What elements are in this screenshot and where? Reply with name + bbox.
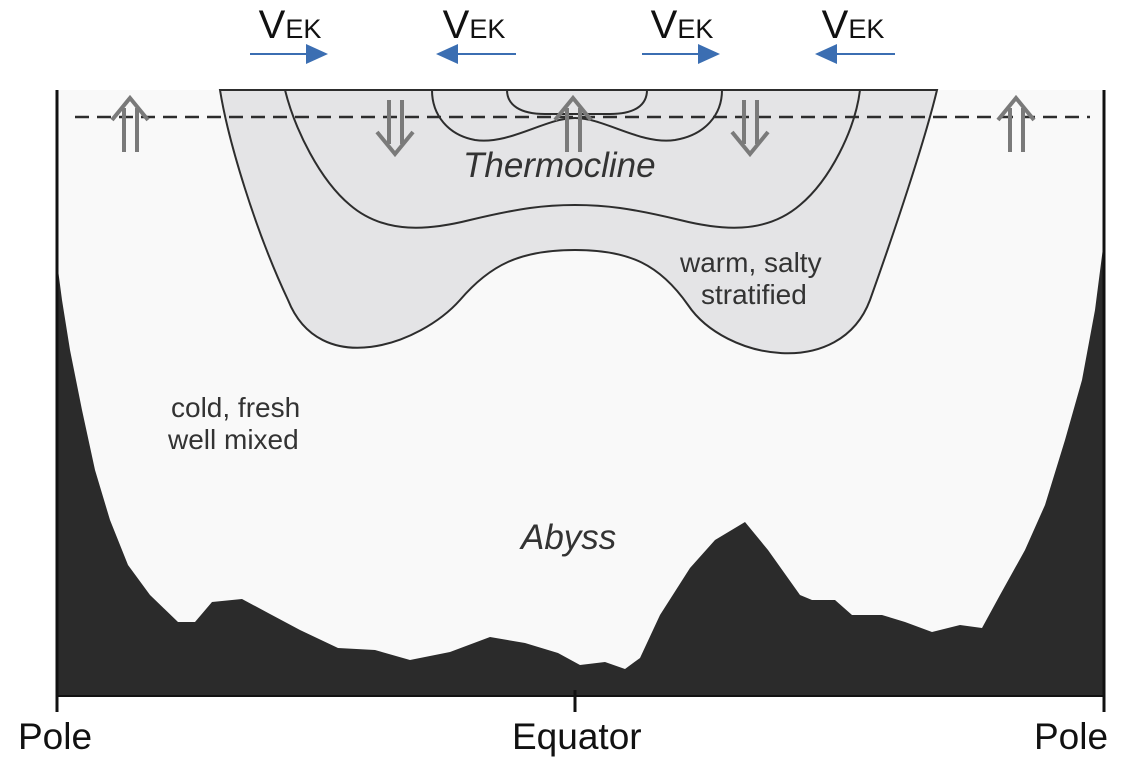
ekman-label: V [821,3,849,47]
ekman-transport-1: VEK [240,2,340,72]
ekman-subscript: EK [469,14,506,44]
left-pole-label: Pole [18,716,93,757]
arrow-left-icon [815,44,895,64]
downwelling-arrow [730,100,770,158]
ekman-transport-2: VEK [424,2,524,72]
warm-salty-label: warm, salty [680,247,822,278]
upwelling-arrow [996,94,1036,152]
ekman-transport-4: VEK [803,2,903,72]
well-mixed-label: well mixed [168,424,299,455]
ekman-subscript: EK [677,14,714,44]
ekman-subscript: EK [285,14,322,44]
thermocline-label: Thermocline [463,146,656,185]
cold-fresh-label: cold, fresh [171,392,301,423]
right-pole-label: Pole [1034,716,1109,757]
ekman-label: V [650,3,678,47]
arrow-right-icon [250,44,328,64]
ekman-subscript: EK [848,14,885,44]
ocean-floor [57,185,1104,696]
upwelling-arrow [553,94,593,152]
thermocline-region [218,89,939,355]
arrow-right-icon [642,44,720,64]
stratified-label: stratified [701,279,807,310]
upwelling-arrow [110,94,150,152]
isotherm-core [506,89,648,115]
equator-label: Equator [512,716,642,757]
arrow-left-icon [436,44,516,64]
ekman-label: V [442,3,470,47]
isotherm-inner [431,89,723,142]
downwelling-arrow [375,100,415,158]
isotherm-middle [284,89,861,229]
abyss-label: Abyss [521,518,617,557]
ekman-label: V [258,3,286,47]
ekman-transport-3: VEK [632,2,732,72]
